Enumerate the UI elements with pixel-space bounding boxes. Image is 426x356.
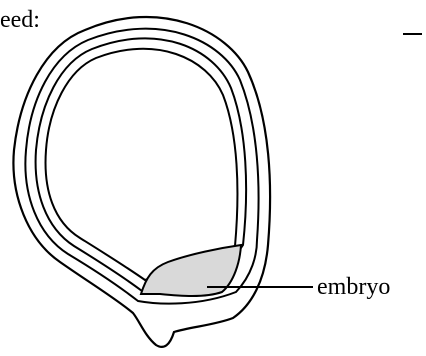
seed-title-label: eed: — [0, 8, 40, 32]
embryo-shape — [141, 245, 241, 296]
embryo-label: embryo — [317, 275, 390, 299]
